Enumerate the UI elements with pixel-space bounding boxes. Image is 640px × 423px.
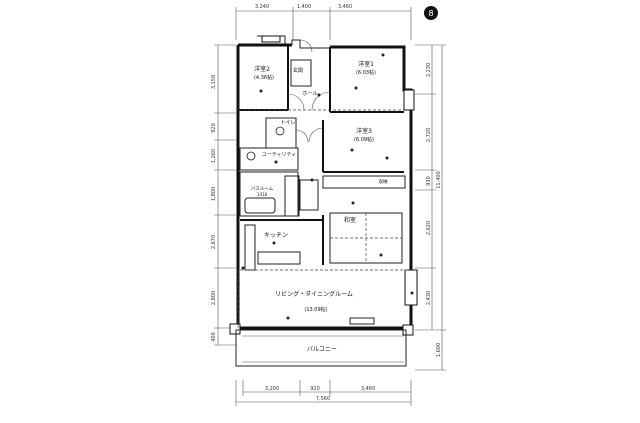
room-entrance-name: 玄関 — [293, 67, 303, 74]
dim-bottom-3: 3,460 — [361, 386, 375, 392]
room-western2-name: 洋室2 — [254, 65, 270, 73]
dim-left-1: 3,150 — [211, 75, 217, 89]
room-western1-name: 洋室1 — [358, 60, 374, 68]
dim-right-2: 2,720 — [426, 128, 432, 142]
door-swings — [287, 39, 331, 143]
room-toilet-name: トイレ — [280, 120, 295, 126]
left-dimension-lines: 3,150 920 1,260 1,800 2,670 2,800 400 — [211, 44, 236, 346]
dim-left-3: 1,260 — [211, 149, 217, 163]
interior-walls — [237, 45, 411, 328]
dim-left-4: 1,800 — [211, 187, 217, 201]
plan-number-badge: 8 — [424, 6, 438, 20]
room-western2-area: (4.36帖) — [254, 74, 274, 81]
room-bathroom-name: バスルーム — [251, 186, 274, 192]
room-japanese-name: 和室 — [344, 216, 356, 224]
room-kitchen-name: キッチン — [264, 232, 288, 239]
top-dimension-lines: 3,240 1,400 3,460 — [235, 4, 412, 40]
dim-bottom-1: 3,200 — [265, 386, 279, 392]
room-utility-name: ユーティリティ — [262, 152, 296, 158]
dim-bottom-total: 7,560 — [316, 396, 330, 402]
dim-bottom-2: 920 — [310, 386, 320, 392]
dim-left-7: 400 — [211, 332, 217, 342]
dim-top-3: 3,460 — [338, 4, 352, 10]
dim-right-4: 2,620 — [426, 221, 432, 235]
dim-left-5: 2,670 — [211, 235, 217, 249]
dim-right-5: 2,430 — [426, 291, 432, 305]
dim-right-3: 930 — [426, 176, 432, 186]
room-western3-area: (6.09帖) — [354, 136, 374, 143]
dim-top-1: 3,240 — [255, 4, 269, 10]
fixture-marks — [241, 53, 414, 320]
room-bathroom-size: 1418 — [257, 192, 268, 197]
right-dimension-lines: 2,230 2,720 930 2,620 2,430 11,400 1,600 — [415, 44, 446, 371]
room-storage-name: 収納 — [379, 178, 388, 185]
room-labels: 洋室2 (4.36帖) 玄関 洋室1 (6.03帖) ホール トイレ 洋室3 (… — [251, 60, 388, 313]
room-ldk-name: リビング・ダイニングルーム — [275, 290, 353, 298]
balcony: バルコニー — [235, 329, 407, 367]
room-hall-name: ホール — [302, 91, 317, 97]
dim-right-1: 2,230 — [426, 63, 432, 77]
room-ldk-area: (13.09帖) — [304, 306, 327, 313]
bottom-dimension-lines: 3,200 920 3,460 7,560 — [235, 380, 412, 406]
room-western1-area: (6.03帖) — [356, 69, 376, 76]
room-western3-name: 洋室3 — [356, 127, 372, 135]
dim-left-2: 920 — [211, 123, 217, 133]
dim-right-bottom: 1,600 — [436, 343, 442, 357]
dim-left-6: 2,800 — [211, 291, 217, 305]
dim-top-2: 1,400 — [297, 4, 311, 10]
dim-right-total: 11,400 — [436, 171, 442, 189]
badge-label: 8 — [428, 9, 433, 18]
balcony-label: バルコニー — [307, 346, 337, 353]
